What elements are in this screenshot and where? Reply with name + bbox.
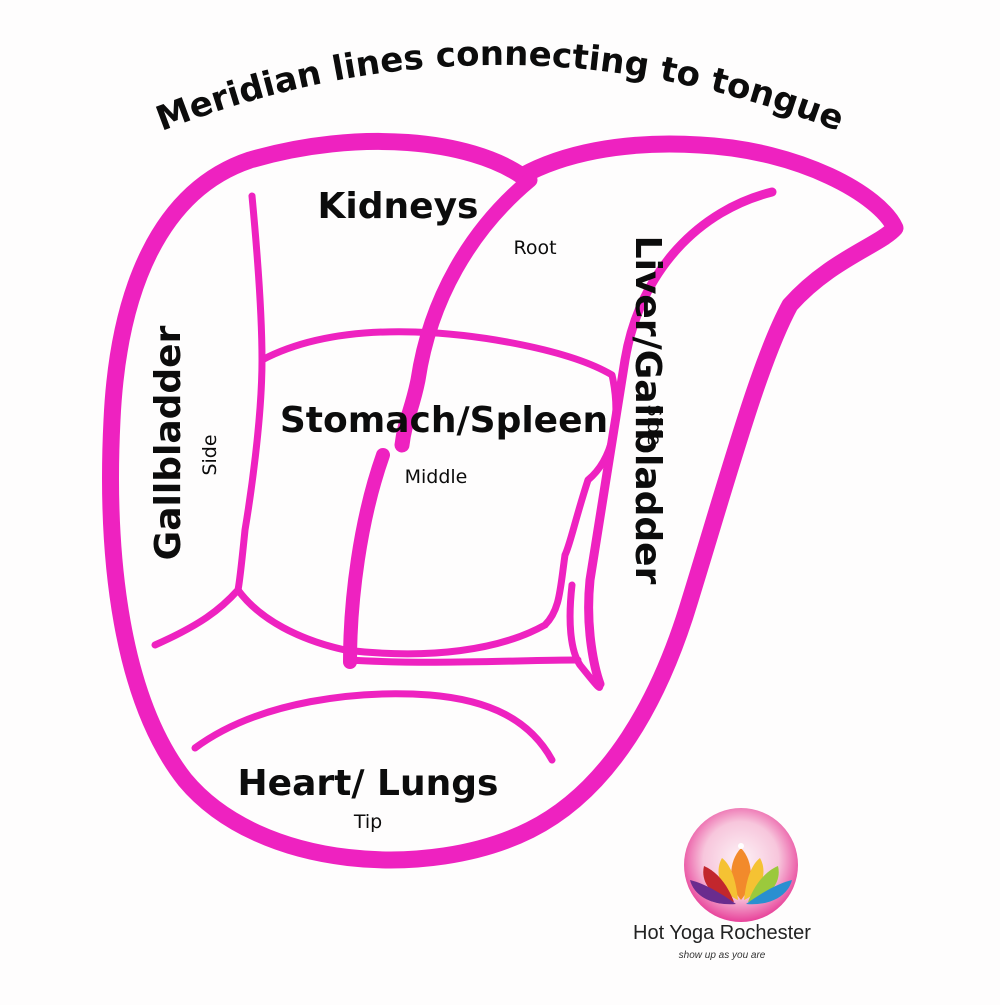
region-lines bbox=[151, 192, 620, 764]
tongue-outline bbox=[102, 132, 904, 869]
kidneys-label: Kidneys bbox=[318, 186, 479, 227]
midline-upper bbox=[394, 172, 538, 453]
hot-yoga-logo: Hot Yoga Rochester show up as you are bbox=[633, 808, 811, 961]
middle-right-divider bbox=[346, 656, 582, 666]
logo-tagline: show up as you are bbox=[679, 950, 766, 961]
lotus-icon bbox=[690, 843, 792, 905]
gallbladder-left-sublabel: Side bbox=[199, 434, 221, 475]
right-lower-divider bbox=[566, 581, 604, 691]
tongue-drawing bbox=[102, 132, 904, 869]
heart-region-boundary bbox=[191, 690, 556, 764]
gallbladder-left-label: Gallbladder bbox=[148, 325, 189, 560]
stomach-label: Stomach/Spleen bbox=[280, 400, 608, 441]
logo-name: Hot Yoga Rochester bbox=[633, 922, 811, 944]
heart-label: Heart/ Lungs bbox=[238, 763, 499, 804]
stomach-region-boundary bbox=[234, 328, 620, 658]
midline-lower bbox=[343, 448, 390, 669]
stomach-sublabel: Middle bbox=[405, 466, 468, 488]
left-divider bbox=[151, 192, 266, 649]
liver-right-label: Liver/Gallbladder bbox=[627, 236, 668, 585]
heart-sublabel: Tip bbox=[353, 811, 382, 833]
liver-right-sublabel: Side bbox=[643, 404, 665, 445]
kidneys-sublabel: Root bbox=[513, 237, 556, 259]
diagram-title: Meridian lines connecting to tongue bbox=[151, 34, 849, 140]
